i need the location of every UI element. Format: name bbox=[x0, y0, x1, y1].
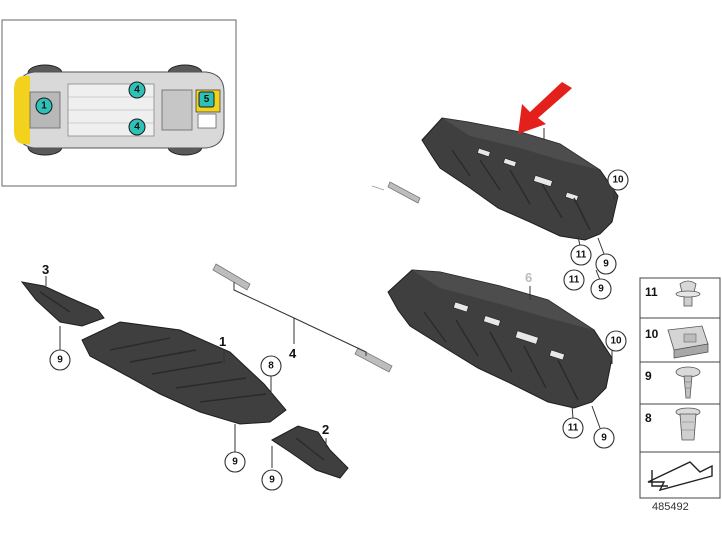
svg-text:9: 9 bbox=[269, 475, 275, 486]
svg-text:4: 4 bbox=[134, 85, 140, 96]
label-2: 2 bbox=[322, 422, 329, 437]
callout-9-part2: 9 bbox=[261, 446, 283, 491]
callout-10-lower: 10 bbox=[605, 330, 627, 364]
callout-9-lower: 9 bbox=[591, 405, 615, 449]
svg-text:9: 9 bbox=[598, 284, 604, 295]
legend-item-9: 9 bbox=[645, 366, 701, 399]
svg-text:11: 11 bbox=[568, 423, 579, 434]
svg-text:9: 9 bbox=[601, 433, 607, 444]
front-highlight bbox=[14, 76, 30, 144]
vehicle-overview-inset: 1 4 4 5 bbox=[1, 19, 237, 187]
overview-marker-4-bottom: 4 bbox=[128, 118, 146, 136]
svg-text:10: 10 bbox=[645, 327, 659, 341]
side-deflector-left bbox=[20, 281, 105, 327]
svg-text:11: 11 bbox=[645, 285, 658, 299]
svg-text:9: 9 bbox=[232, 457, 238, 468]
svg-text:5: 5 bbox=[204, 94, 210, 105]
underbody-panel-upper bbox=[421, 117, 619, 241]
trim-strip-right bbox=[354, 347, 393, 373]
svg-text:8: 8 bbox=[268, 361, 274, 372]
callout-10-upper: 10 bbox=[607, 169, 629, 200]
label-4: 4 bbox=[289, 346, 297, 361]
red-pointer-arrow bbox=[518, 82, 572, 134]
overview-marker-5: 5 bbox=[198, 91, 215, 108]
svg-text:4: 4 bbox=[134, 122, 140, 133]
callout-8: 8 bbox=[260, 355, 282, 394]
label-3: 3 bbox=[42, 262, 49, 277]
callout-11-lower: 11 bbox=[562, 405, 584, 439]
underbody-panel-lower bbox=[387, 269, 613, 409]
svg-text:9: 9 bbox=[645, 369, 652, 383]
legend-frame bbox=[639, 277, 721, 499]
trim-strip-left bbox=[212, 263, 251, 291]
label-1: 1 bbox=[219, 334, 226, 349]
underbody-panel-main bbox=[81, 321, 287, 425]
legend-item-10: 10 bbox=[645, 325, 709, 359]
overview-marker-1: 1 bbox=[35, 97, 53, 115]
svg-text:11: 11 bbox=[576, 250, 587, 261]
svg-text:1: 1 bbox=[41, 101, 47, 112]
overview-marker-4-top: 4 bbox=[128, 81, 146, 99]
callout-11-upper-a: 11 bbox=[570, 235, 592, 266]
trim-strip-upper bbox=[371, 181, 421, 204]
svg-text:8: 8 bbox=[645, 411, 652, 425]
diagram-reference-number: 485492 bbox=[652, 501, 689, 513]
callout-9-part3: 9 bbox=[49, 326, 71, 371]
callout-9-part1: 9 bbox=[224, 424, 246, 473]
trim-strips bbox=[212, 263, 393, 373]
callout-9-upper-b: 9 bbox=[590, 269, 612, 300]
fastener-legend: 11 10 9 8 bbox=[639, 277, 721, 499]
callout-11-upper-b: 11 bbox=[563, 269, 585, 291]
legend-item-8: 8 bbox=[645, 407, 701, 441]
side-deflector-right bbox=[271, 425, 349, 479]
svg-text:10: 10 bbox=[610, 336, 622, 347]
rear-subframe bbox=[161, 89, 193, 131]
svg-text:10: 10 bbox=[612, 175, 624, 186]
callout-9-upper-a: 9 bbox=[595, 237, 617, 275]
svg-text:9: 9 bbox=[57, 355, 63, 366]
label-6: 6 bbox=[525, 270, 532, 285]
front-direction-arrow-icon bbox=[647, 461, 713, 492]
svg-text:9: 9 bbox=[603, 259, 609, 270]
part-4-bracket bbox=[233, 282, 367, 356]
svg-text:11: 11 bbox=[569, 275, 580, 286]
legend-item-11: 11 bbox=[645, 280, 701, 307]
